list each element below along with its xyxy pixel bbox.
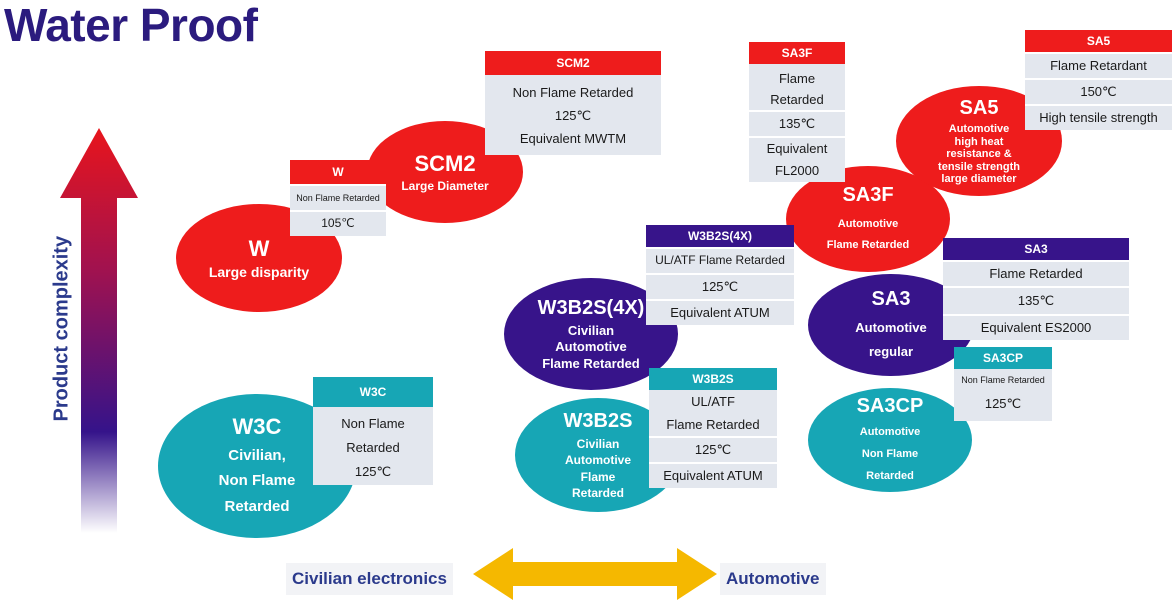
ellipse-sa3cp-name: SA3CP [856, 394, 924, 417]
ellipse-w-name: W [248, 235, 270, 261]
ellipse-w3c-desc: Civilian, [228, 446, 286, 464]
ellipse-w3b2s-desc: Retarded [571, 485, 624, 500]
card-w3b2s-row: 125℃ [649, 436, 777, 462]
ellipse-sa5-desc: Automotive [948, 122, 1010, 135]
card-w3c-row: 125℃ [354, 463, 392, 479]
card-sa5-row: 150℃ [1025, 78, 1172, 104]
ellipse-sa3cp-desc: Automotive [859, 425, 921, 438]
ellipse-sa5-name: SA5 [959, 96, 999, 119]
ellipse-sa5-desc: tensile strength [938, 160, 1020, 173]
card-sa3: SA3 Flame Retarded 135℃ Equivalent ES200… [943, 238, 1129, 340]
card-w3b2s-header: W3B2S [649, 368, 777, 390]
card-sa3f-header: SA3F [749, 42, 845, 64]
ellipse-w-desc: Large disparity [208, 264, 310, 280]
card-sa3-row: Equivalent ES2000 [943, 314, 1129, 340]
card-w3c: W3C Non Flame Retarded 125℃ [313, 377, 433, 485]
card-sa3f-row: Equivalent [749, 136, 845, 160]
ellipse-sa3-name: SA3 [871, 288, 911, 311]
card-w3b2s4x-row: 125℃ [646, 273, 794, 299]
page-title: Water Proof [4, 0, 258, 51]
card-sa5-header: SA5 [1025, 30, 1172, 52]
card-scm2-row: Non Flame Retarded [512, 84, 634, 100]
card-w-row: 105℃ [290, 210, 386, 236]
ellipse-sa5-desc: high heat [954, 135, 1004, 148]
card-sa3-row: 135℃ [943, 286, 1129, 314]
x-axis-right-label: Automotive [720, 563, 826, 595]
ellipse-sa3cp: SA3CP Automotive Non Flame Retarded [808, 388, 972, 492]
ellipse-sa3f: SA3F Automotive Flame Retarded [786, 166, 950, 272]
ellipse-scm2-desc: Large Diameter [401, 179, 489, 194]
ellipse-w3b2s-desc: Automotive [565, 453, 631, 468]
card-sa5: SA5 Flame Retardant 150℃ High tensile st… [1025, 30, 1172, 130]
card-w3b2s-row: Equivalent ATUM [649, 462, 777, 488]
ellipse-w3b2s4x-desc: Civilian [567, 323, 615, 339]
complexity-arrow [60, 128, 138, 533]
card-w3b2s: W3B2S UL/ATF Flame Retarded 125℃ Equival… [649, 368, 777, 488]
card-sa3f-row: FL2000 [774, 162, 820, 178]
card-scm2-row: Equivalent MWTM [519, 130, 627, 146]
ellipse-w3c-desc: Non Flame [218, 472, 296, 489]
ellipse-w3b2s4x-name: W3B2S(4X) [537, 297, 645, 320]
card-w3b2s4x-header: W3B2S(4X) [646, 225, 794, 247]
ellipse-sa5-desc: large diameter [941, 173, 1017, 186]
card-scm2: SCM2 Non Flame Retarded 125℃ Equivalent … [485, 51, 661, 155]
card-w3b2s4x: W3B2S(4X) UL/ATF Flame Retarded 125℃ Equ… [646, 225, 794, 325]
ellipse-w3b2s4x-desc: Automotive [555, 339, 627, 355]
ellipse-sa5-desc: resistance & [946, 148, 1012, 161]
ellipse-w3c-name: W3C [232, 414, 282, 439]
ellipse-w3b2s-desc: Flame [580, 469, 616, 484]
ellipse-scm2-name: SCM2 [414, 150, 476, 176]
ellipse-w3b2s-name: W3B2S [563, 410, 633, 433]
x-axis-left-label: Civilian electronics [286, 563, 453, 595]
card-scm2-header: SCM2 [485, 51, 661, 75]
card-sa3f: SA3F Flame Retarded 135℃ Equivalent FL20… [749, 42, 845, 182]
card-sa3f-row: Flame [778, 70, 816, 86]
card-w3b2s-row: Flame Retarded [666, 416, 760, 432]
card-sa3cp-header: SA3CP [954, 347, 1052, 369]
card-sa3f-row: 135℃ [749, 110, 845, 136]
card-w3b2s4x-row: Equivalent ATUM [646, 299, 794, 325]
ellipse-w3c-desc: Retarded [224, 497, 290, 515]
ellipse-sa3-desc: Automotive [855, 320, 927, 336]
ellipse-sa3f-desc: Flame Retarded [826, 238, 910, 251]
card-sa3f-row: Retarded [770, 91, 824, 107]
ellipse-sa3f-name: SA3F [842, 183, 894, 206]
card-w: W Non Flame Retarded 105℃ [290, 160, 386, 236]
card-w3c-row: Non Flame [341, 415, 405, 431]
card-w3b2s-row: UL/ATF [691, 393, 735, 409]
card-sa3-row: Flame Retarded [943, 260, 1129, 286]
card-sa3cp-row: Non Flame Retarded [961, 374, 1045, 385]
card-w3b2s4x-row: UL/ATF Flame Retarded [646, 247, 794, 273]
ellipse-sa3cp-desc: Non Flame [861, 447, 919, 460]
card-sa3cp-row: 125℃ [984, 395, 1022, 411]
ellipse-sa3-desc: regular [868, 343, 914, 359]
card-w-row: Non Flame Retarded [290, 184, 386, 210]
ellipse-sa3f-desc: Automotive [837, 217, 899, 230]
card-w3c-row: Retarded [346, 439, 400, 455]
double-arrow-icon [473, 548, 717, 600]
card-scm2-row: 125℃ [554, 107, 592, 123]
card-sa3cp: SA3CP Non Flame Retarded 125℃ [954, 347, 1052, 421]
card-sa5-row: High tensile strength [1025, 104, 1172, 130]
y-axis-label: Product complexity [50, 235, 73, 422]
ellipse-w3b2s4x-desc: Flame Retarded [542, 355, 640, 371]
card-sa5-row: Flame Retardant [1025, 52, 1172, 78]
card-w-header: W [290, 160, 386, 184]
card-w3c-header: W3C [313, 377, 433, 407]
ellipse-w3b2s-desc: Civilian [576, 437, 620, 452]
card-sa3-header: SA3 [943, 238, 1129, 260]
ellipse-sa3cp-desc: Retarded [866, 469, 914, 482]
